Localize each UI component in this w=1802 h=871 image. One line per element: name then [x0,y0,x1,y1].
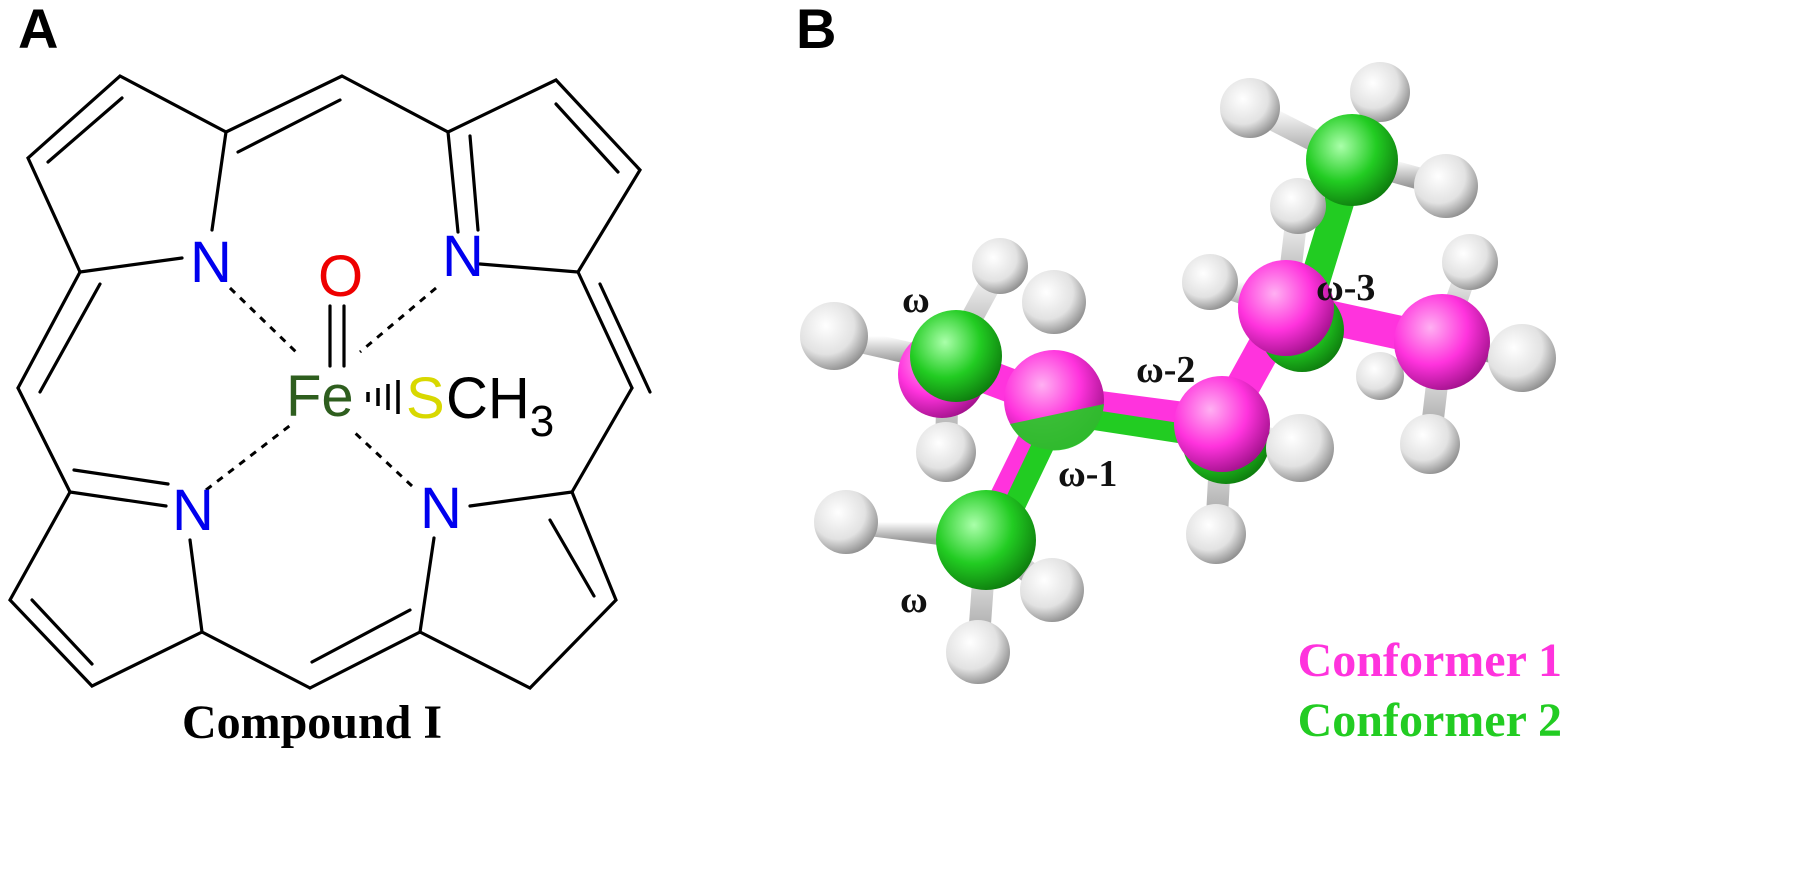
panel-a-letter: A [18,0,58,60]
sulfur-atom: S [406,366,445,431]
label-omega-3: ω-3 [1316,267,1375,309]
hydrogen-atom [1220,78,1280,138]
bond-bl-cn [68,490,168,508]
bond-br-n2 [418,536,436,634]
nitrogen-bottom-left: N [172,478,214,543]
carbon-omega1-c2-overlay [1010,404,1104,451]
label-omega-bottom: ω [900,579,928,621]
fe-s-hashed-bond [366,380,400,414]
bond-bottom-meso-2 [200,630,312,690]
atom-labels: N N N N O Fe S CH3 [172,224,554,543]
bond-tl-n [78,256,184,274]
fe-n-dash-tr [359,286,437,354]
nitrogen-top-right: N [442,224,484,289]
legend-conformer-1: Conformer 1 [1298,634,1562,687]
bond-tr-cn-double [468,134,480,232]
bond-left-meso-1-double [38,282,102,394]
fe-n-dash-br [352,430,414,488]
methyl-carbon: CH [446,366,530,431]
bond-right-meso-1-double [598,282,652,394]
bond-top-meso-2 [340,74,450,134]
carbon-omega-top-c2 [910,310,1002,402]
hydrogen-atom [1270,178,1326,234]
carbon-omega3-c1 [1238,260,1334,356]
methyl-group: CH3 [446,366,554,446]
hydrogen-atom [1022,270,1086,334]
panel-b-letter: B [796,0,836,60]
hydrogen-atom [916,422,976,482]
bond-tr-n2 [478,262,580,274]
hydrogen-atom [814,490,878,554]
bond-bl-double [30,598,94,666]
bond-tr-cn [446,130,460,234]
panel-b: B [796,0,1562,747]
carbon-omega3-top-c2 [1306,114,1398,206]
carbon-omega-bottom-c2 [936,490,1036,590]
hydrogen-atom [1414,154,1478,218]
panel-a: A [8,0,652,749]
hydrogen-atoms-front [800,154,1556,684]
fe-n-dash-bl [205,422,293,492]
bond-bl-cn-double [72,468,170,486]
bond-br-ring [418,490,618,690]
hydrogen-atoms-back [972,62,1498,400]
hydrogen-atom [1442,234,1498,290]
carbon-atoms [898,114,1490,590]
bond-br-n1 [468,490,574,508]
label-omega-1: ω-1 [1058,453,1117,495]
bond-right-meso-1 [576,270,634,390]
bond-bottom-meso-1-double [310,608,412,664]
hydrogen-atom [1356,352,1404,400]
methyl-subscript: 3 [530,397,554,446]
porphyrin-skeleton [8,74,652,690]
bond-right-meso-2 [570,386,634,494]
bond-tl-double [46,96,124,164]
hydrogen-atom [1020,558,1084,622]
bond-top-meso-1 [224,74,344,134]
label-omega-2: ω-2 [1136,349,1195,391]
iron-atom: Fe [286,364,354,429]
fe-n-dash-tl [228,286,298,354]
carbon-position-labels: ω ω ω-1 ω-2 ω-3 [900,267,1375,621]
bond-tl-ring [26,74,228,274]
hydrogen-atom [946,620,1010,684]
oxygen-atom: O [318,244,363,309]
hydrogen-atom [800,302,868,370]
bond-tr-double [554,102,620,174]
hydrogen-atom [1266,414,1334,482]
carbon-methyl-right-c1 [1394,294,1490,390]
hydrogen-atom [1488,324,1556,392]
nitrogen-bottom-right: N [420,476,462,541]
bond-bl-n1 [188,538,204,634]
iron-coordination [205,286,437,492]
bond-br-double [548,518,596,598]
hydrogen-atom [1182,254,1238,310]
legend-conformer-2: Conformer 2 [1298,694,1562,747]
bond-bottom-meso-1 [308,630,422,690]
hydrogen-atom [1350,62,1410,122]
bond-top-meso-1-double [236,98,342,154]
hydrogen-atom [1186,504,1246,564]
molecule-model [800,62,1556,684]
hydrogen-atom [972,238,1028,294]
legend: Conformer 1 Conformer 2 [1298,634,1562,747]
bond-left-meso-2 [16,386,72,494]
label-omega-top: ω [902,279,930,321]
bond-left-meso-1 [16,270,82,390]
hydrogen-atom [1400,414,1460,474]
bond-bl-ring [8,490,204,688]
compound-caption: Compound I [182,696,442,749]
nitrogen-top-left: N [190,230,232,295]
bond-tr-ring [446,78,642,274]
carbon-omega2-c1 [1174,376,1270,472]
